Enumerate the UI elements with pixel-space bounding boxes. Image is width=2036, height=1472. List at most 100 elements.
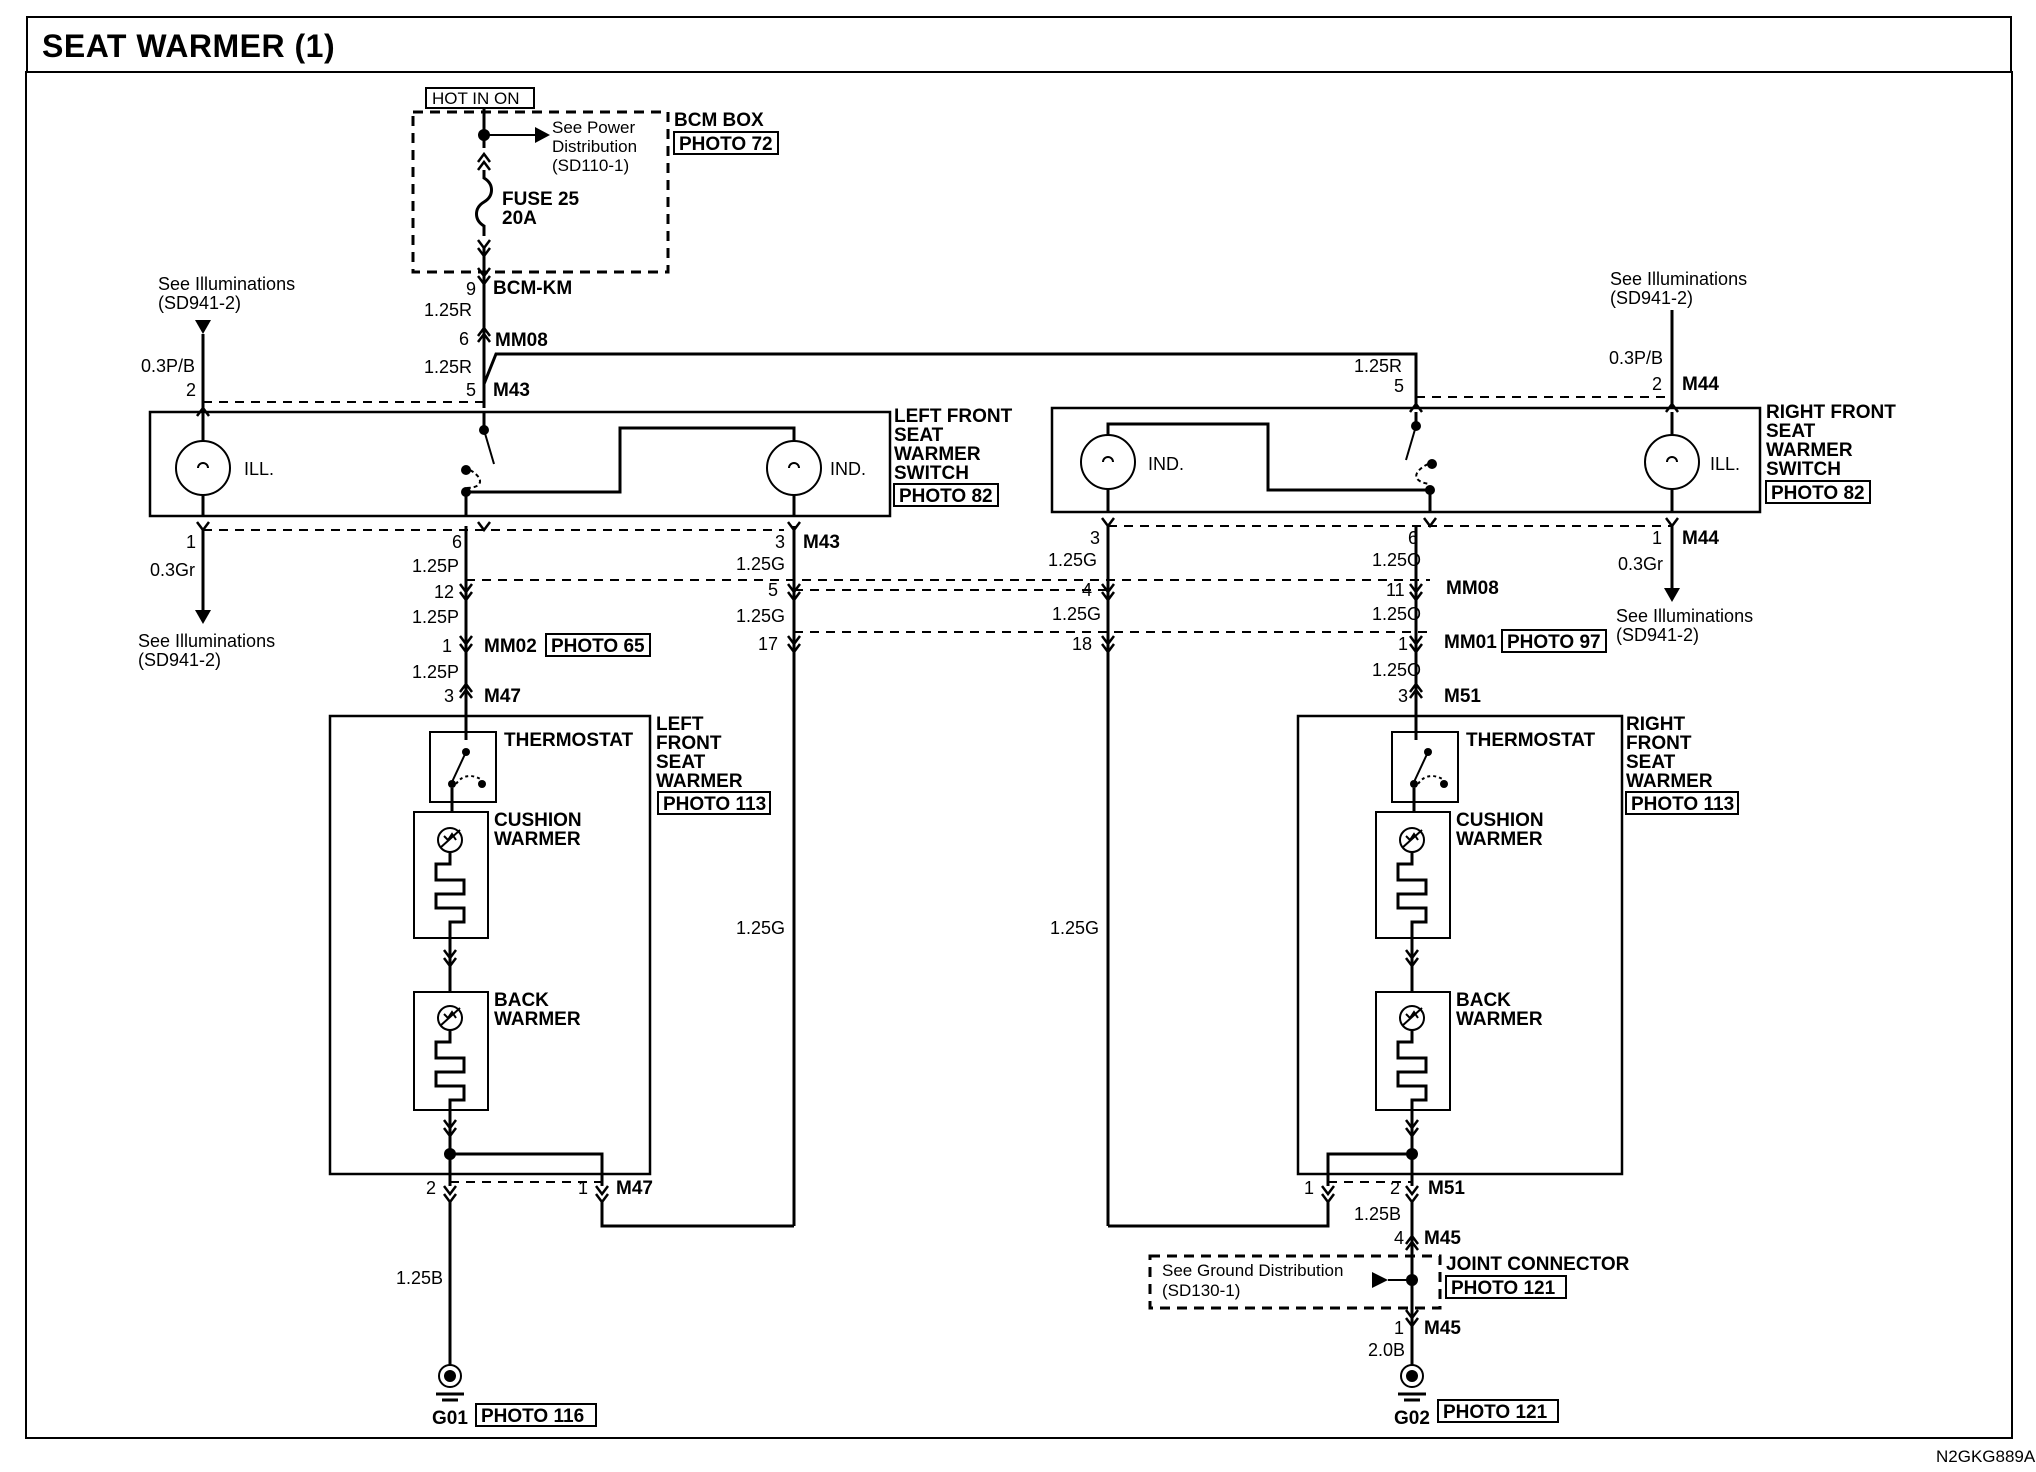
back-heater-box <box>1375 991 1451 1111</box>
rsw-connector-bottom: M44 <box>1682 528 1719 549</box>
rsw-ill-in-ref-2: (SD941-2) <box>1610 288 1693 308</box>
thermostat-contact-icon <box>451 751 467 783</box>
rwm-ground: G02 <box>1394 1408 1430 1429</box>
bcm-box-name: BCM BOX <box>674 110 764 131</box>
rw-pin-g-mm08: 4 <box>1082 580 1092 600</box>
ground-icon <box>1398 1364 1426 1402</box>
rwm-cushion-1: CUSHION <box>1456 810 1544 831</box>
lsw-name-4: SWITCH <box>894 463 969 484</box>
arrow-down-icon <box>195 320 211 334</box>
ill-bulb-icon <box>175 440 231 496</box>
rwm-joint-photo: PHOTO 121 <box>1451 1278 1556 1299</box>
connector-mm02 <box>459 635 473 655</box>
lwm-photo: PHOTO 113 <box>663 794 766 815</box>
lw-w2: 1.25P <box>412 607 459 627</box>
rsw-ill-out-ref-2: (SD941-2) <box>1616 625 1699 645</box>
lw-w3: 1.25P <box>412 662 459 682</box>
arrow-down-icon <box>195 610 211 624</box>
bcm-connector: BCM-KM <box>493 278 572 299</box>
lsw-photo: PHOTO 82 <box>899 486 993 507</box>
lw-pin-mm08: 12 <box>434 582 454 602</box>
rsw-connector: M44 <box>1682 374 1719 395</box>
mm08-top-connector: MM08 <box>495 330 548 351</box>
cushion-heater-element <box>1396 852 1428 938</box>
lw-g2: 1.25G <box>736 606 785 626</box>
bcm-photo-box <box>673 131 779 155</box>
thermostat-box <box>429 731 497 803</box>
lwm-name-4: WARMER <box>656 771 743 792</box>
rw-mm01-photo: PHOTO 97 <box>1507 632 1601 653</box>
rwm-ground-ref-2: (SD130-1) <box>1162 1281 1240 1300</box>
bcm-pin: 9 <box>466 279 476 299</box>
rsw-ill-in-ref-1: See Illuminations <box>1610 269 1747 289</box>
lwm-pin-in: 3 <box>444 686 454 706</box>
rsw-ill-in-pin: 2 <box>1652 374 1662 394</box>
thermostat-contact-icon <box>1413 751 1429 783</box>
rwm-pin-sig: 1 <box>1304 1178 1314 1198</box>
power-ref-1: See Power <box>552 118 635 137</box>
power-ref-2: Distribution <box>552 137 637 156</box>
connector-mm08-top <box>477 325 491 343</box>
rwm-cushion-2: WARMER <box>1456 829 1543 850</box>
lsw-ill-in-wire: 0.3P/B <box>141 356 195 376</box>
joint-connector: See Ground Distribution (SD130-1) <box>1148 1254 1442 1310</box>
lw-pin-g-mm02: 17 <box>758 634 778 654</box>
rw-pin-mm08: 11 <box>1386 580 1405 600</box>
rsw-name-2: SEAT <box>1766 421 1816 442</box>
rwm-back-2: WARMER <box>1456 1009 1543 1030</box>
rsw-name-1: RIGHT FRONT <box>1766 402 1896 423</box>
rw-g1: 1.25G <box>1048 550 1097 570</box>
rsw-photo: PHOTO 82 <box>1771 483 1865 504</box>
rw-w3: 1.25O <box>1372 660 1421 680</box>
rsw-ill-label: ILL. <box>1710 454 1740 474</box>
lwm-ground: G01 <box>432 1408 468 1429</box>
rw-w2: 1.25O <box>1372 604 1421 624</box>
rwm-connector-bottom: M51 <box>1428 1178 1465 1199</box>
lwm-ground-photo: PHOTO 116 <box>481 1406 584 1427</box>
lwm-back-2: WARMER <box>494 1009 581 1030</box>
lwm-back-1: BACK <box>494 990 549 1011</box>
rw-w1: 1.25O <box>1372 550 1421 570</box>
rwm-name-4: WARMER <box>1626 771 1713 792</box>
rsw-name-4: SWITCH <box>1766 459 1841 480</box>
rw-g-long: 1.25G <box>1050 918 1099 938</box>
lsw-out-pin: 6 <box>452 532 462 552</box>
back-heater-box <box>413 991 489 1111</box>
rwm-back-1: BACK <box>1456 990 1511 1011</box>
fuse-rating: 20A <box>502 208 537 229</box>
ground-icon <box>436 1364 464 1402</box>
lsw-name-3: WARMER <box>894 444 981 465</box>
lsw-name-2: SEAT <box>894 425 944 446</box>
page-title: SEAT WARMER (1) <box>42 28 336 64</box>
rsw-power-wire: 1.25R <box>1354 356 1402 376</box>
rsw-ind-label: IND. <box>1148 454 1184 474</box>
power-crossover-wire <box>482 352 1418 408</box>
power-ref-3: (SD110-1) <box>552 156 629 175</box>
rsw-out-pin: 6 <box>1408 528 1418 548</box>
rsw-ind-pin: 3 <box>1090 528 1100 548</box>
ind-bulb-icon <box>766 440 822 496</box>
lwm-name-1: LEFT <box>656 714 704 735</box>
rw-mm08: MM08 <box>1446 578 1499 599</box>
ind-bulb-icon <box>1080 434 1136 490</box>
lsw-ill-out-ref-2: (SD941-2) <box>138 650 221 670</box>
rwm-pin-gnd: 2 <box>1390 1178 1400 1198</box>
connector-mm08 <box>459 583 473 603</box>
cushion-heater-box <box>1375 811 1451 939</box>
lwm-body <box>328 714 652 1176</box>
rwm-body <box>1296 714 1624 1176</box>
bcm-dashed-box <box>411 110 670 274</box>
fuse-name: FUSE 25 <box>502 189 580 210</box>
lwm-name-3: SEAT <box>656 752 706 773</box>
lsw-power-pin: 5 <box>466 380 476 400</box>
rwm-gnd-wire: 1.25B <box>1354 1204 1401 1224</box>
cushion-heater-element <box>434 852 466 938</box>
rsw-name-3: WARMER <box>1766 440 1853 461</box>
lw-g-long: 1.25G <box>736 918 785 938</box>
lwm-thermostat: THERMOSTAT <box>504 730 634 751</box>
lsw-ind-label: IND. <box>830 459 866 479</box>
lw-g1: 1.25G <box>736 554 785 574</box>
lsw-name-1: LEFT FRONT <box>894 406 1013 427</box>
arrow-right-icon <box>535 127 550 143</box>
